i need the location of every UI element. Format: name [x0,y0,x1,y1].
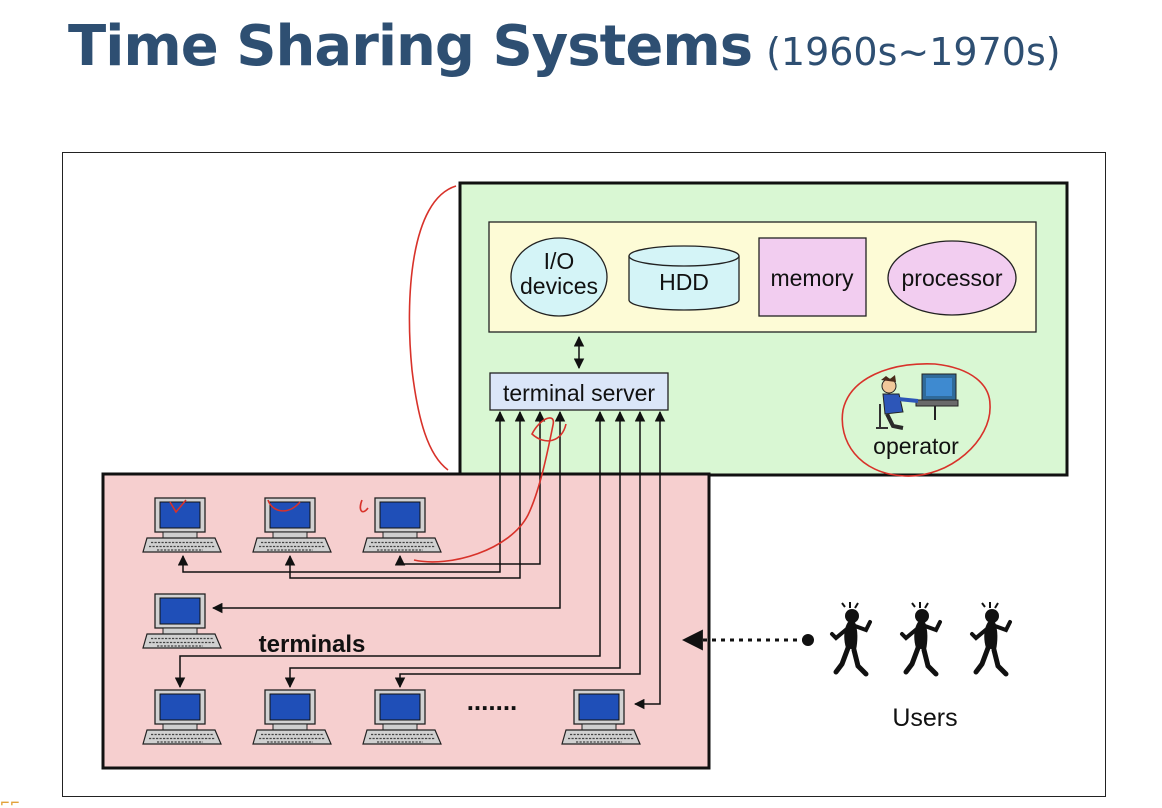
hdd-node: HDD [628,245,740,311]
memory-label: memory [770,265,854,291]
io-devices-line-2: devices [520,273,598,299]
user-figure-3 [972,602,1010,674]
annotation-strokes [169,185,991,563]
slide-title: Time Sharing Systems (1960s~1970s) [68,14,1061,79]
terminals-ellipsis: ....... [467,686,518,716]
user-figure-1 [832,602,870,674]
terminals-label: terminals [259,631,366,658]
users-arrow-dot [802,634,814,646]
operator-icon [876,373,959,430]
title-subtitle: (1960s~1970s) [766,30,1061,74]
memory-node: memory [758,237,867,317]
terminal-server-label: terminal server [503,380,655,406]
io-devices-line-1: I/O [544,248,575,274]
corner-logo: ⌐⌐ [0,796,21,808]
user-figure-2 [902,602,940,674]
operator-figure: operator [873,373,959,459]
terminal-connections [174,410,666,710]
hdd-label: HDD [659,269,709,295]
operator-label: operator [873,433,959,459]
io-devices-node: I/O devices [510,237,608,317]
processor-label: processor [902,265,1003,291]
processor-node: processor [887,240,1017,316]
title-main: Time Sharing Systems [68,14,753,79]
users-label: Users [892,704,957,732]
terminal-server-node: terminal server [489,372,669,411]
